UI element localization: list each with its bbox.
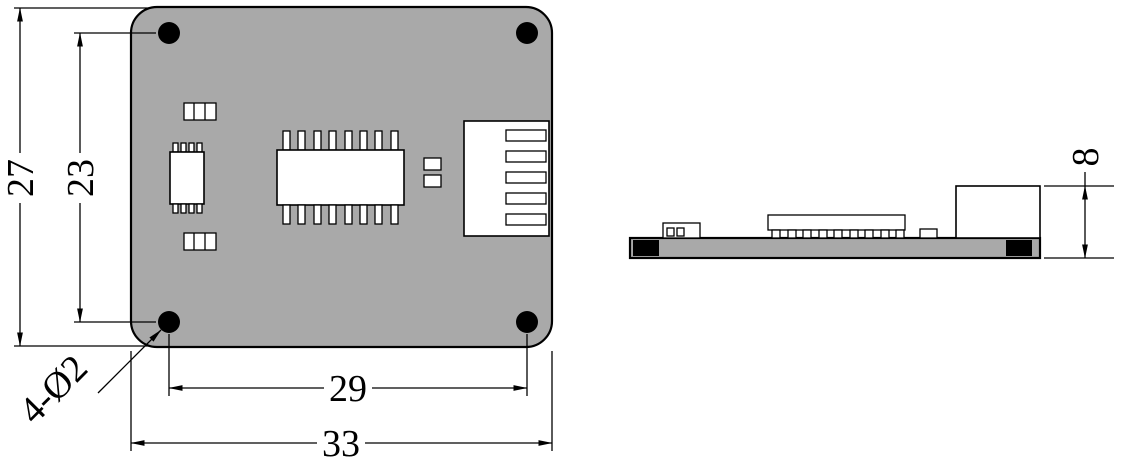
hole-callout: 4-Ø2: [11, 329, 162, 432]
dimension-hole-pitch-vertical: 23: [60, 32, 156, 323]
ic-pin: [180, 203, 187, 214]
side-connector: [955, 185, 1041, 239]
connector-slot: [505, 171, 547, 184]
ic-pin: [818, 229, 828, 239]
passive-component-top: [183, 102, 217, 121]
dimension-side-height: 8: [1044, 148, 1114, 259]
ic-pin: [172, 203, 179, 214]
ic-pin: [374, 130, 383, 151]
dimension-hole-pitch-horizontal: 29: [168, 334, 528, 410]
pin-connector: [463, 120, 550, 237]
ic-body: [169, 151, 205, 205]
ic-pin: [313, 204, 322, 225]
hole-section-left: [633, 240, 659, 256]
mounting-hole-top-left: [158, 22, 180, 44]
ic-pin: [359, 204, 368, 225]
mounting-hole-top-right: [516, 22, 538, 44]
ic-pin: [864, 229, 874, 239]
ic-pin: [771, 229, 781, 239]
ic-pin: [297, 204, 306, 225]
passive-component-bottom: [183, 232, 217, 251]
ic-pin: [880, 229, 890, 239]
dimension-label: 27: [0, 159, 42, 197]
top-view: 27 23 29 33 4-Ø2: [0, 5, 554, 465]
capacitor-pair: [423, 157, 442, 188]
ic-pin: [313, 130, 322, 151]
dimension-overall-width: 33: [130, 351, 553, 465]
ic-pin: [359, 130, 368, 151]
connector-slot: [505, 129, 547, 142]
mounting-hole-bottom-right: [516, 311, 538, 333]
ic-pin: [282, 204, 291, 225]
side-view: 8: [628, 148, 1114, 260]
side-small-part: [919, 228, 938, 239]
ic-pin: [344, 130, 353, 151]
hole-section-right: [1006, 240, 1032, 256]
dimension-label: 23: [60, 159, 102, 197]
ic-pin: [188, 142, 195, 153]
ic-pin: [390, 204, 399, 225]
connector-slot: [505, 213, 547, 226]
pcb-board-edge: [628, 236, 1042, 260]
mounting-hole-bottom-left: [158, 311, 180, 333]
connector-slot: [505, 150, 547, 163]
ic-pin: [328, 204, 337, 225]
ic-pin: [196, 203, 203, 214]
side-small-component: [662, 222, 701, 239]
dimension-label: 29: [329, 368, 367, 410]
ic-body: [767, 214, 906, 231]
ic-pin: [297, 130, 306, 151]
ic-pin: [282, 130, 291, 151]
ic-pin: [344, 204, 353, 225]
ic-pin: [895, 229, 905, 239]
hole-callout-label: 4-Ø2: [11, 347, 96, 432]
leader-line: [97, 329, 162, 394]
ic-pin: [180, 142, 187, 153]
ic-body: [276, 149, 405, 206]
ic-pin: [833, 229, 843, 239]
small-ic: [169, 142, 205, 214]
dimension-label: 8: [1065, 148, 1107, 167]
ic-pin: [172, 142, 179, 153]
ic-pin: [196, 142, 203, 153]
ic-pin: [328, 130, 337, 151]
dimension-overall-height: 27: [0, 7, 150, 347]
side-main-ic: [767, 214, 906, 239]
connector-slot: [505, 192, 547, 205]
ic-pin: [802, 229, 812, 239]
dimension-label: 33: [322, 423, 360, 465]
ic-pin: [849, 229, 859, 239]
ic-pin: [390, 130, 399, 151]
ic-pin: [374, 204, 383, 225]
main-ic: [276, 130, 405, 225]
ic-pin: [188, 203, 195, 214]
ic-pin: [787, 229, 797, 239]
